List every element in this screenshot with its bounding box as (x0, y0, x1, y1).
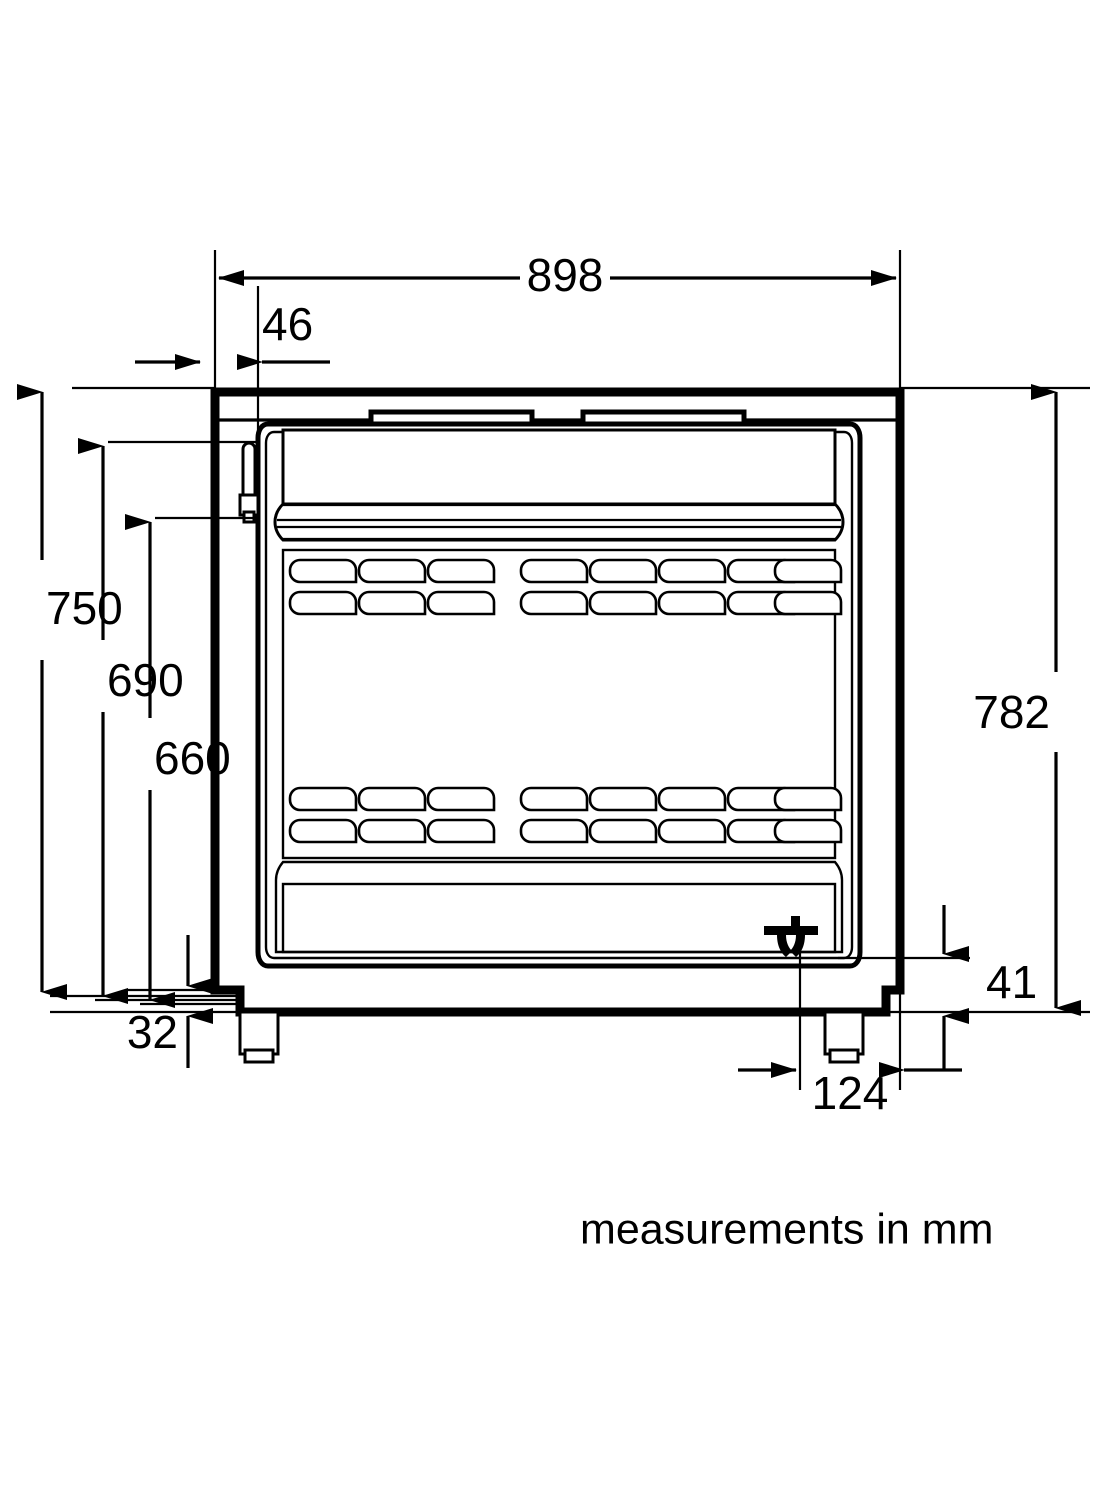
door-top-band (273, 428, 845, 542)
dimension-height-690: 690 (78, 438, 258, 1004)
dim-label-46: 46 (262, 298, 313, 350)
dimension-height-660: 660 (125, 514, 258, 1008)
dimension-height-32: 32 (50, 935, 240, 1068)
rack-row-upper-2 (288, 590, 843, 616)
dimension-offset-46: 46 (135, 286, 330, 438)
appliance-feet (238, 1010, 865, 1064)
door-handle (238, 441, 260, 524)
dimension-width-124: 124 (738, 940, 962, 1119)
bracket-mark-icon (764, 916, 818, 957)
measurement-unit-note: measurements in mm (580, 1205, 993, 1253)
rack-support-brackets (281, 548, 843, 860)
dimension-height-750: 750 (17, 384, 240, 1000)
dimension-height-41: 41 (838, 905, 1037, 1070)
dim-label-690: 690 (107, 654, 184, 706)
dim-label-124: 124 (812, 1067, 889, 1119)
foot-left (238, 1010, 280, 1064)
rack-row-lower-2 (288, 818, 843, 844)
dim-label-750: 750 (46, 582, 123, 634)
dimension-height-782: 782 (888, 384, 1090, 1016)
dim-label-32: 32 (127, 1006, 178, 1058)
rack-row-lower-1 (288, 786, 843, 812)
dimension-width-898: 898 (213, 249, 902, 388)
foot-right (823, 1010, 865, 1064)
door-bottom-panel (274, 860, 844, 954)
dim-label-41: 41 (986, 956, 1037, 1008)
dim-label-660: 660 (154, 732, 231, 784)
rack-row-upper-1 (288, 558, 843, 584)
dim-label-898: 898 (527, 249, 604, 301)
dim-label-782: 782 (973, 686, 1050, 738)
